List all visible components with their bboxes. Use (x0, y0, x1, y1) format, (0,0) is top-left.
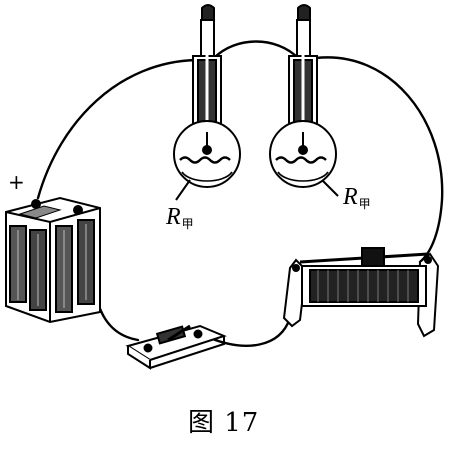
right-resistor-symbol: R (343, 184, 358, 210)
right-resistor-label: R甲 (343, 184, 371, 212)
wire-battery-to-left-flask (36, 58, 198, 200)
wire-rheostat-to-switch (208, 316, 292, 347)
left-resistor-subscript: 甲 (181, 217, 194, 231)
wire-between-flasks (212, 40, 300, 60)
left-resistor-symbol: R (166, 204, 181, 230)
wire-right-flask-to-rheostat (314, 56, 444, 264)
right-flask (269, 4, 339, 197)
right-resistor-subscript: 甲 (358, 197, 371, 211)
figure-caption: 图 17 (188, 408, 260, 438)
battery-positive-label: + (8, 170, 25, 194)
battery (5, 196, 101, 324)
left-resistor-label: R甲 (166, 204, 194, 232)
rheostat (282, 247, 440, 338)
switch (125, 324, 227, 370)
left-flask (173, 4, 241, 201)
